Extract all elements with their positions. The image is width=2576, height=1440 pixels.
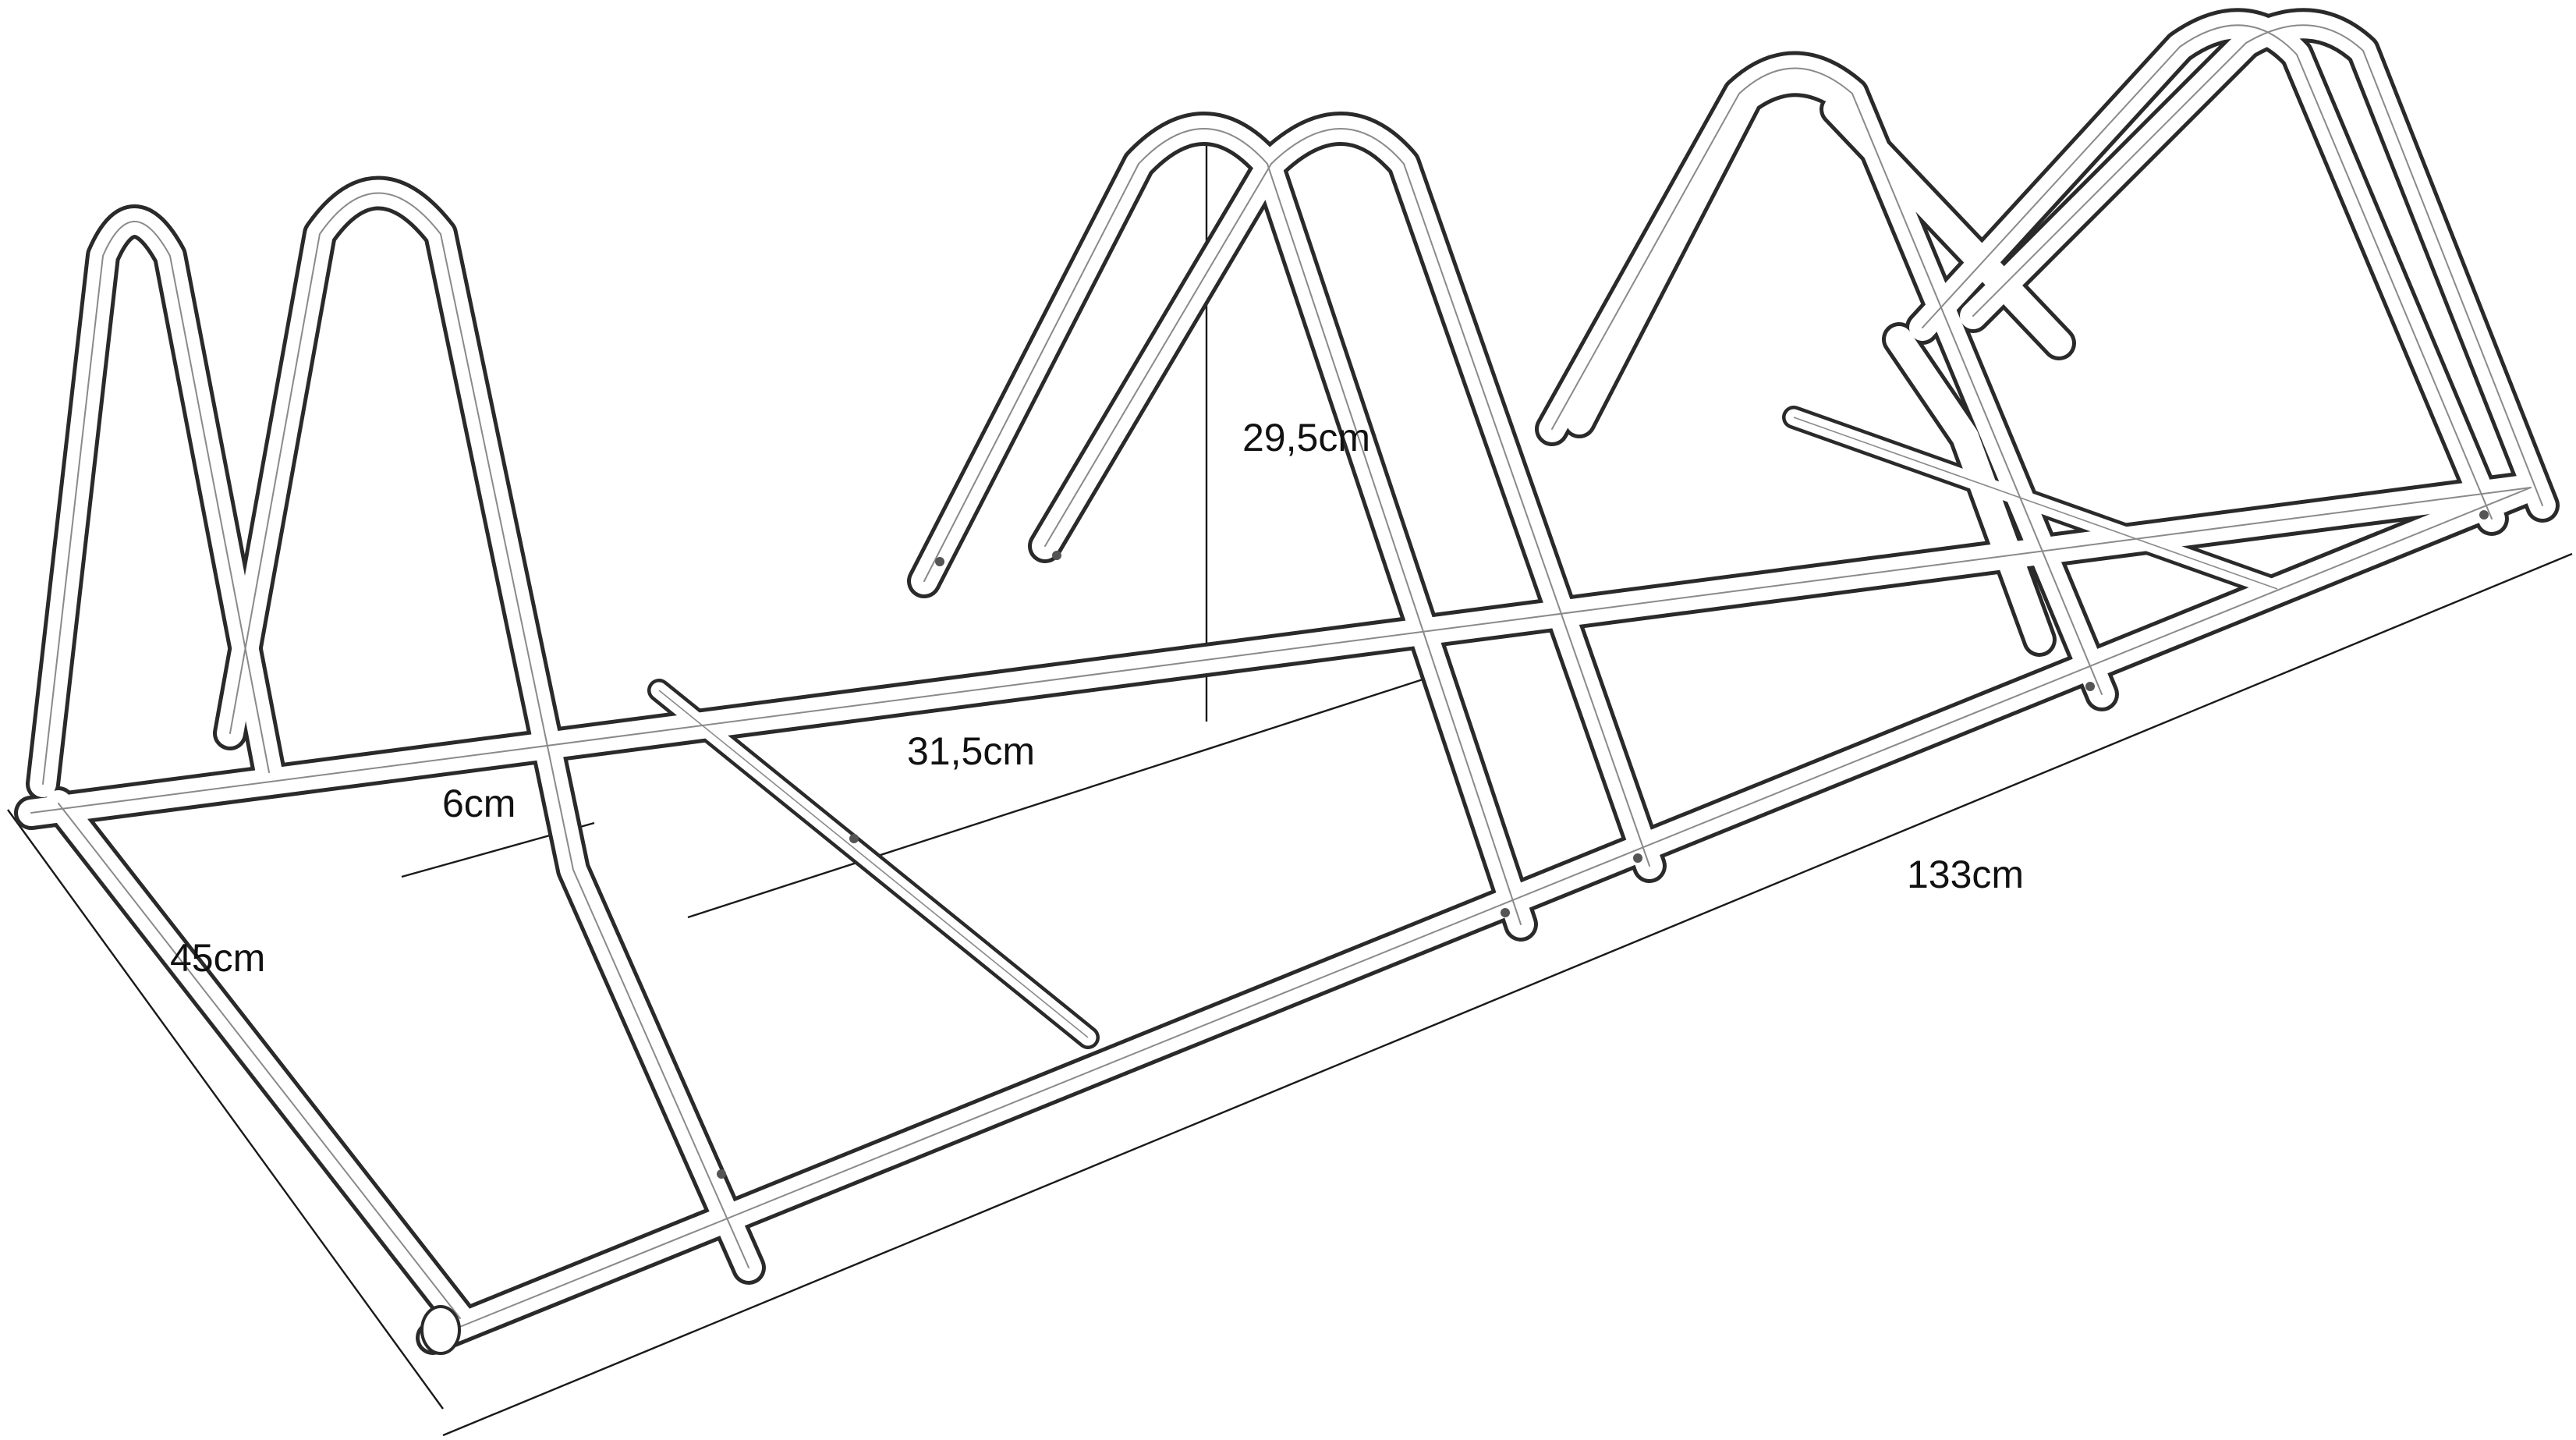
bike-rack-frame (14, 8, 2560, 1355)
base-rails (14, 406, 2548, 1355)
length-label: 133cm (1907, 853, 2024, 896)
depth-dimension-line (7, 809, 444, 1410)
tube-gap-label: 6cm (442, 782, 516, 825)
length-dimension-line (442, 552, 2573, 1437)
slot-spacing-label: 31,5cm (907, 729, 1035, 773)
height-label: 29,5cm (1242, 416, 1370, 459)
dimension-labels: 133cm 45cm 29,5cm 31,5cm 6cm (170, 416, 2024, 980)
depth-label: 45cm (170, 936, 265, 980)
tube-highlights (30, 24, 2543, 1339)
weld-points (717, 510, 2489, 1179)
tube-end-cap (420, 1305, 461, 1355)
slot-spacing-dimension-line (687, 671, 1445, 919)
